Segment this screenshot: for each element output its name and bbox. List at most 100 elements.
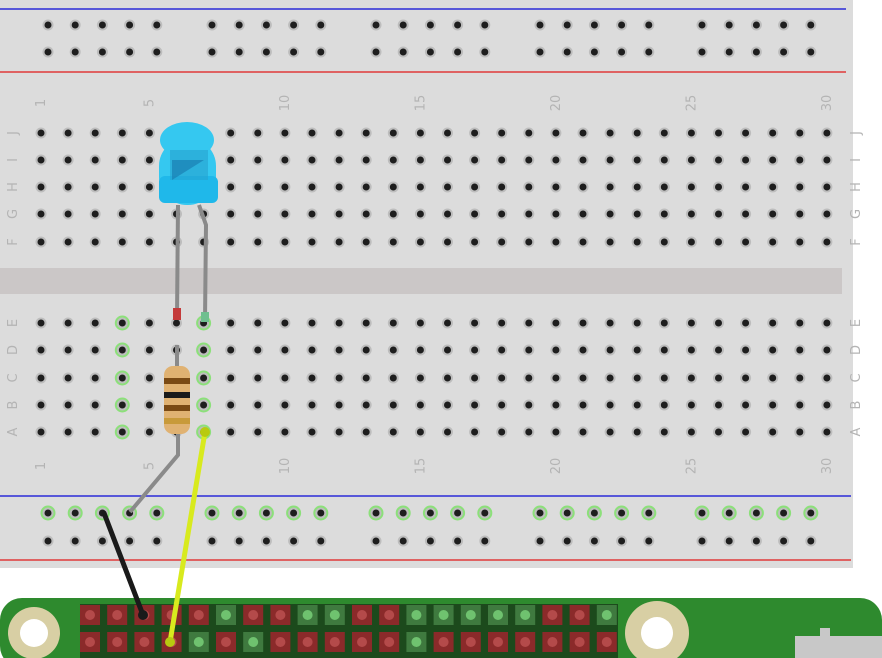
breadboard-hole — [196, 397, 212, 413]
breadboard-hole — [469, 426, 481, 438]
gpio-pin-contact — [520, 610, 531, 620]
breadboard-hole — [306, 344, 318, 356]
gpio-pin-contact — [221, 610, 231, 620]
rail-hole — [643, 46, 655, 58]
rail-hole — [450, 505, 466, 521]
pi-gpio-pins — [80, 605, 617, 652]
breadboard-hole — [577, 236, 589, 248]
breadboard-hole — [496, 426, 508, 438]
rail-hole — [643, 19, 655, 31]
breadboard-hole — [62, 236, 74, 248]
gpio-pin-contact — [357, 637, 367, 647]
column-label: 10 — [278, 95, 293, 112]
column-label: 10 — [278, 458, 293, 475]
column-label: 25 — [684, 458, 699, 475]
breadboard-hole — [35, 317, 47, 329]
breadboard-hole — [414, 181, 426, 193]
breadboard-hole — [631, 426, 643, 438]
breadboard-hole — [306, 236, 318, 248]
rail-hole — [534, 535, 546, 547]
row-label: E — [6, 319, 21, 327]
breadboard-hole — [279, 372, 291, 384]
rail-hole — [286, 505, 302, 521]
breadboard-hole — [360, 399, 372, 411]
breadboard-hole — [496, 154, 508, 166]
gpio-pin-contact — [601, 637, 612, 647]
gpio-pin-contact — [248, 637, 259, 647]
rail-hole — [452, 535, 464, 547]
breadboard-hole — [496, 181, 508, 193]
breadboard-hole — [469, 154, 481, 166]
gpio-pin-contact — [438, 610, 449, 620]
rail-hole — [641, 505, 657, 521]
breadboard-hole — [62, 426, 74, 438]
breadboard-hole — [658, 426, 670, 438]
breadboard-hole — [143, 236, 155, 248]
rail-hole — [805, 19, 817, 31]
breadboard-hole — [685, 426, 697, 438]
row-label: C — [849, 373, 864, 382]
breadboard-hole — [252, 208, 264, 220]
breadboard-hole — [196, 342, 212, 358]
rail-hole — [778, 19, 790, 31]
gpio-pin-contact — [547, 637, 558, 647]
breadboard-hole — [767, 426, 779, 438]
breadboard-hole — [604, 317, 616, 329]
breadboard-hole — [794, 154, 806, 166]
breadboard-hole — [414, 344, 426, 356]
rail-hole — [260, 535, 272, 547]
breadboard-hole — [523, 372, 535, 384]
rail-hole — [559, 505, 575, 521]
breadboard-hole — [387, 236, 399, 248]
breadboard-hole — [794, 208, 806, 220]
breadboard-hole — [279, 317, 291, 329]
breadboard-hole — [821, 372, 833, 384]
rail-hole — [69, 535, 81, 547]
breadboard-hole — [821, 317, 833, 329]
breadboard-hole — [469, 127, 481, 139]
gpio-pin-contact — [520, 637, 531, 647]
rail-hole — [424, 46, 436, 58]
rail-hole — [151, 19, 163, 31]
rail-hole — [206, 19, 218, 31]
breadboard-hole — [658, 154, 670, 166]
breadboard-hole — [196, 370, 212, 386]
rail-hole — [368, 505, 384, 521]
gpio-pin-contact — [85, 610, 95, 620]
breadboard-hole — [114, 397, 130, 413]
breadboard-hole — [496, 208, 508, 220]
led-leg-cathode-tip — [173, 308, 181, 320]
ground-wire-end — [138, 610, 148, 620]
breadboard-hole — [496, 344, 508, 356]
breadboard-hole — [794, 127, 806, 139]
breadboard-hole — [740, 236, 752, 248]
breadboard-hole — [577, 426, 589, 438]
breadboard-hole — [62, 154, 74, 166]
breadboard-hole — [550, 399, 562, 411]
breadboard-hole — [577, 208, 589, 220]
rail-hole — [723, 19, 735, 31]
rail-hole — [233, 535, 245, 547]
breadboard-hole — [604, 208, 616, 220]
breadboard-hole — [442, 154, 453, 166]
breadboard-hole — [143, 399, 155, 411]
breadboard-hole — [631, 399, 643, 411]
row-label: F — [6, 238, 21, 245]
breadboard-hole — [577, 317, 589, 329]
breadboard-hole — [116, 127, 128, 139]
column-label: 5 — [142, 99, 157, 107]
rail-hole — [397, 46, 409, 58]
rail-hole — [694, 505, 710, 521]
rail-hole — [452, 19, 464, 31]
breadboard-hole — [442, 372, 453, 384]
breadboard-hole — [631, 181, 643, 193]
breadboard-hole — [89, 399, 101, 411]
breadboard-hole — [360, 127, 372, 139]
breadboard-hole — [333, 399, 345, 411]
row-label: B — [6, 401, 21, 410]
row-label: I — [6, 158, 21, 162]
breadboard-hole — [577, 344, 589, 356]
rail-hole — [395, 505, 411, 521]
breadboard-hole — [740, 154, 752, 166]
